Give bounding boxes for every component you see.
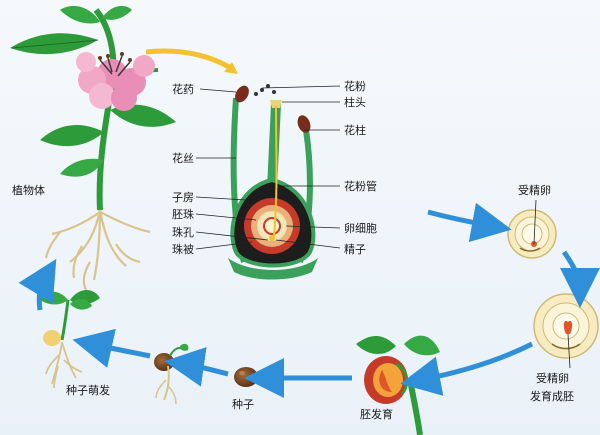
label-integument: 珠被 (172, 243, 194, 256)
arrow-seed-to-germination (164, 347, 229, 387)
seedling (40, 290, 100, 389)
plant-roots (44, 209, 151, 291)
label-embryo-line1: 受精卵 (536, 372, 569, 385)
cycle-arrows (18, 202, 600, 398)
label-egg-cell: 卵细胞 (344, 222, 377, 235)
label-seed-germination: 种子萌发 (66, 384, 110, 397)
label-ovary: 子房 (172, 191, 194, 204)
plant-body-illustration (10, 5, 176, 291)
label-plant-body: 植物体 (12, 184, 45, 197)
label-filament: 花丝 (172, 152, 194, 165)
flower (76, 52, 155, 111)
label-embryo-development: 胚发育 (360, 408, 393, 421)
arrow-seedling-to-plant (18, 258, 57, 311)
label-stigma: 柱头 (344, 96, 366, 109)
seed-illustration (234, 367, 258, 387)
arrow-germination-to-seedling (72, 328, 151, 368)
label-seed: 种子 (232, 398, 254, 411)
label-style: 花柱 (344, 124, 366, 137)
label-ovule: 胚珠 (172, 208, 194, 221)
arrow-fertilized-egg-to-embryo (559, 250, 600, 308)
label-sperm: 精子 (344, 243, 366, 256)
germinating-seed (154, 343, 189, 405)
pollination-arrow (145, 48, 236, 73)
label-pollen: 花粉 (344, 80, 366, 93)
arrow-pistil-to-fertilized-egg (427, 202, 512, 243)
label-pollen-tube: 花粉管 (344, 180, 377, 193)
fertilized-egg-ovule (507, 199, 557, 259)
pistil-cross-section (195, 84, 341, 280)
label-embryo-line2: 发育成胚 (530, 390, 574, 403)
label-anther: 花药 (172, 83, 194, 96)
arrow-embryo-to-fruit (400, 341, 534, 396)
label-fertilized-egg: 受精卵 (518, 184, 551, 197)
label-micropyle: 珠孔 (172, 226, 194, 239)
developing-embryo-ovule (533, 293, 599, 369)
